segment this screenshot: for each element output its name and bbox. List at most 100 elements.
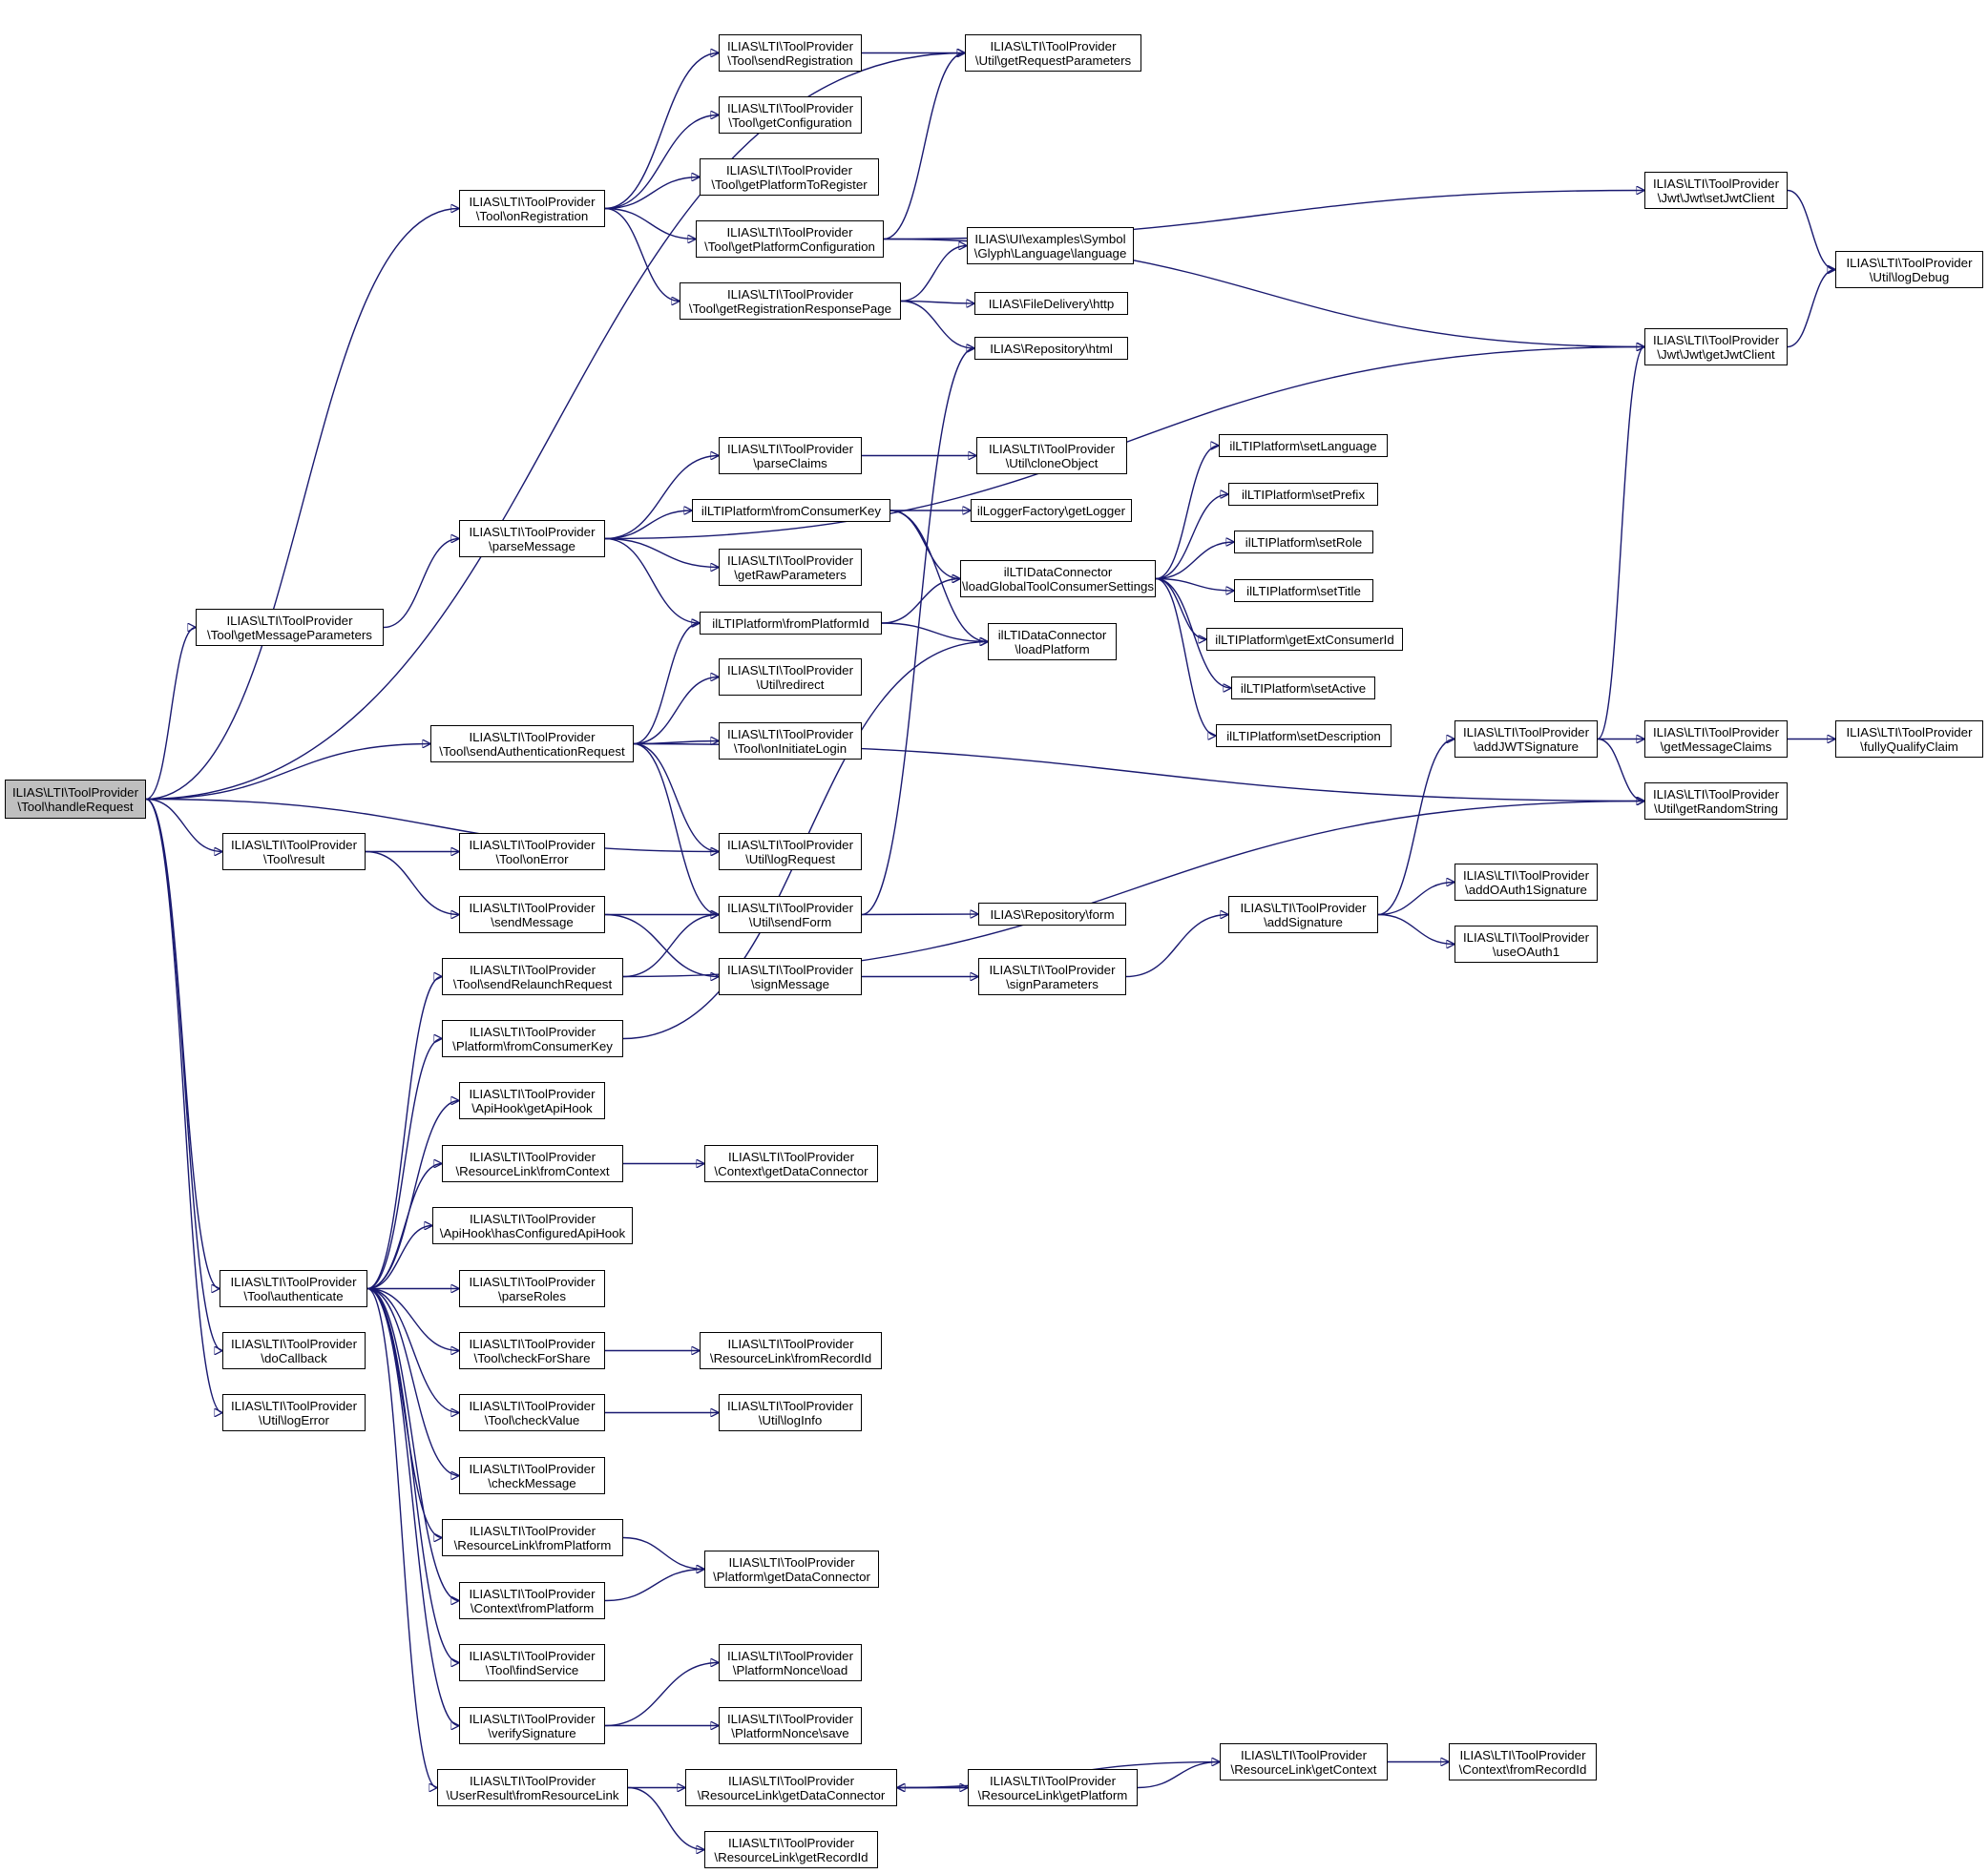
edge-n69-to-n68 [604, 1663, 719, 1727]
node-label-line: \Tool\getPlatformConfiguration [704, 239, 875, 254]
edge-n55-to-n69 [366, 1287, 459, 1726]
node-tool-checkforshare[interactable]: ILIAS\LTI\ToolProvider\Tool\checkForShar… [459, 1332, 605, 1369]
node-label-line: ILIAS\LTI\ToolProvider [1240, 900, 1367, 915]
node-tool-checkvalue[interactable]: ILIAS\LTI\ToolProvider\Tool\checkValue [459, 1394, 605, 1431]
node-label-line: \loadPlatform [1015, 641, 1090, 656]
node-docallback[interactable]: ILIAS\LTI\ToolProvider\doCallback [222, 1332, 366, 1369]
node-addoauth1signature[interactable]: ILIAS\LTI\ToolProvider\addOAuth1Signatur… [1454, 864, 1598, 901]
node-tool-oninitiatelogin[interactable]: ILIAS\LTI\ToolProvider\Tool\onInitiateLo… [719, 722, 862, 760]
node-util-getrequestparameters[interactable]: ILIAS\LTI\ToolProvider\Util\getRequestPa… [965, 34, 1141, 72]
node-parsemessage[interactable]: ILIAS\LTI\ToolProvider\parseMessage [459, 520, 605, 557]
node-userresult-fromresourcelink[interactable]: ILIAS\LTI\ToolProvider\UserResult\fromRe… [437, 1769, 628, 1806]
node-illtiplatform-setlanguage[interactable]: ilLTIPlatform\setLanguage [1219, 434, 1388, 457]
edge-n55-to-n54 [366, 1226, 432, 1290]
node-parseclaims[interactable]: ILIAS\LTI\ToolProvider\parseClaims [719, 437, 862, 474]
node-illtiplatform-getextconsumerid[interactable]: ilLTIPlatform\getExtConsumerId [1206, 628, 1403, 651]
node-context-fromplatform[interactable]: ILIAS\LTI\ToolProvider\Context\fromPlatf… [459, 1582, 605, 1619]
node-getrawparameters[interactable]: ILIAS\LTI\ToolProvider\getRawParameters [719, 549, 862, 586]
node-resourcelink-fromcontext[interactable]: ILIAS\LTI\ToolProvider\ResourceLink\from… [442, 1145, 623, 1182]
node-loadplatform[interactable]: ilLTIDataConnector\loadPlatform [988, 623, 1117, 660]
edge-n0-to-n40 [145, 798, 719, 852]
node-verifysignature[interactable]: ILIAS\LTI\ToolProvider\verifySignature [459, 1707, 605, 1744]
node-label-line: \Context\fromRecordId [1458, 1761, 1587, 1777]
node-util-getrandomstring[interactable]: ILIAS\LTI\ToolProvider\Util\getRandomStr… [1644, 782, 1788, 820]
node-illtiplatform-setrole[interactable]: ilLTIPlatform\setRole [1234, 531, 1373, 553]
edge-n55-to-n50 [366, 1039, 442, 1290]
node-tool-handlerequest[interactable]: ILIAS\LTI\ToolProvider\Tool\handleReques… [5, 780, 146, 819]
edge-n55-to-n73 [366, 1287, 437, 1788]
node-tool-getconfiguration[interactable]: ILIAS\LTI\ToolProvider\Tool\getConfigura… [719, 96, 862, 134]
node-platform-getdataconnector[interactable]: ILIAS\LTI\ToolProvider\Platform\getDataC… [704, 1551, 879, 1588]
node-label-line: ILIAS\LTI\ToolProvider [469, 524, 596, 539]
node-platformnonce-load[interactable]: ILIAS\LTI\ToolProvider\PlatformNonce\loa… [719, 1644, 862, 1681]
node-util-logdebug[interactable]: ILIAS\LTI\ToolProvider\Util\logDebug [1835, 251, 1983, 288]
node-resourcelink-getcontext[interactable]: ILIAS\LTI\ToolProvider\ResourceLink\getC… [1220, 1743, 1388, 1780]
node-tool-sendrelaunchrequest[interactable]: ILIAS\LTI\ToolProvider\Tool\sendRelaunch… [442, 958, 623, 995]
node-tool-getmessageparameters[interactable]: ILIAS\LTI\ToolProvider\Tool\getMessagePa… [196, 609, 384, 646]
node-useoauth1[interactable]: ILIAS\LTI\ToolProvider\useOAuth1 [1454, 926, 1598, 963]
node-tool-onregistration[interactable]: ILIAS\LTI\ToolProvider\Tool\onRegistrati… [459, 190, 605, 227]
node-sendmessage[interactable]: ILIAS\LTI\ToolProvider\sendMessage [459, 896, 605, 933]
node-jwt-jwt-setjwtclient[interactable]: ILIAS\LTI\ToolProvider\Jwt\Jwt\setJwtCli… [1644, 172, 1788, 209]
node-ilias-filedelivery-http[interactable]: ILIAS\FileDelivery\http [974, 292, 1128, 315]
node-parseroles[interactable]: ILIAS\LTI\ToolProvider\parseRoles [459, 1270, 605, 1307]
node-illtiplatform-setactive[interactable]: ilLTIPlatform\setActive [1231, 677, 1375, 699]
node-signparameters[interactable]: ILIAS\LTI\ToolProvider\signParameters [978, 958, 1126, 995]
node-signmessage[interactable]: ILIAS\LTI\ToolProvider\signMessage [719, 958, 862, 995]
node-label-line: ILIAS\LTI\ToolProvider [469, 962, 596, 977]
node-apihook-getapihook[interactable]: ILIAS\LTI\ToolProvider\ApiHook\getApiHoo… [459, 1082, 605, 1119]
node-loadglobaltoolconsumersettings[interactable]: ilLTIDataConnector\loadGlobalToolConsume… [960, 560, 1156, 597]
node-illtiplatform-fromplatformid[interactable]: ilLTIPlatform\fromPlatformId [700, 612, 882, 635]
node-apihook-hasconfiguredapihook[interactable]: ILIAS\LTI\ToolProvider\ApiHook\hasConfig… [432, 1207, 633, 1244]
node-label-line: ilLTIPlatform\setLanguage [1229, 438, 1377, 453]
node-addsignature[interactable]: ILIAS\LTI\ToolProvider\addSignature [1228, 896, 1378, 933]
node-label-line: \checkMessage [488, 1475, 576, 1490]
node-jwt-jwt-getjwtclient[interactable]: ILIAS\LTI\ToolProvider\Jwt\Jwt\getJwtCli… [1644, 328, 1788, 365]
node-illtiplatform-setdescription[interactable]: ilLTIPlatform\setDescription [1216, 724, 1392, 747]
node-ilias-repository-html[interactable]: ILIAS\Repository\html [974, 337, 1128, 360]
node-illtiplatform-setprefix[interactable]: ilLTIPlatform\setPrefix [1228, 483, 1378, 506]
node-resourcelink-getdataconnector[interactable]: ILIAS\LTI\ToolProvider\ResourceLink\getD… [685, 1769, 897, 1806]
node-tool-findservice[interactable]: ILIAS\LTI\ToolProvider\Tool\findService [459, 1644, 605, 1681]
node-resourcelink-fromrecordid[interactable]: ILIAS\LTI\ToolProvider\ResourceLink\from… [700, 1332, 882, 1369]
node-tool-getregistrationresponsepage[interactable]: ILIAS\LTI\ToolProvider\Tool\getRegistrat… [680, 282, 901, 320]
node-tool-authenticate[interactable]: ILIAS\LTI\ToolProvider\Tool\authenticate [220, 1270, 367, 1307]
node-label-line: \Util\redirect [756, 677, 825, 692]
node-resourcelink-getplatform[interactable]: ILIAS\LTI\ToolProvider\ResourceLink\getP… [968, 1769, 1138, 1806]
node-label-line: ILIAS\LTI\ToolProvider [989, 1773, 1117, 1788]
edge-n31-to-n43 [633, 742, 719, 915]
node-util-redirect[interactable]: ILIAS\LTI\ToolProvider\Util\redirect [719, 658, 862, 696]
node-util-sendform[interactable]: ILIAS\LTI\ToolProvider\Util\sendForm [719, 896, 862, 933]
node-ilias-repository-form[interactable]: ILIAS\Repository\form [978, 903, 1126, 926]
node-illoggerfactory-getlogger[interactable]: ilLoggerFactory\getLogger [971, 499, 1132, 522]
edge-n22-to-n33 [1155, 577, 1216, 737]
node-tool-result[interactable]: ILIAS\LTI\ToolProvider\Tool\result [222, 833, 366, 870]
node-illtiplatform-settitle[interactable]: ilLTIPlatform\setTitle [1234, 579, 1373, 602]
node-label-line: ILIAS\LTI\ToolProvider [469, 194, 596, 209]
node-label-line: ILIAS\LTI\ToolProvider [230, 1336, 358, 1351]
node-util-logrequest[interactable]: ILIAS\LTI\ToolProvider\Util\logRequest [719, 833, 862, 870]
node-glyph-language-language[interactable]: ILIAS\UI\examples\Symbol\Glyph\Language\… [967, 227, 1134, 264]
node-util-cloneobject[interactable]: ILIAS\LTI\ToolProvider\Util\cloneObject [976, 437, 1127, 474]
node-tool-getplatformtoregister[interactable]: ILIAS\LTI\ToolProvider\Tool\getPlatformT… [700, 158, 879, 196]
node-tool-sendauthenticationrequest[interactable]: ILIAS\LTI\ToolProvider\Tool\sendAuthenti… [430, 725, 634, 762]
node-checkmessage[interactable]: ILIAS\LTI\ToolProvider\checkMessage [459, 1457, 605, 1494]
node-context-fromrecordid[interactable]: ILIAS\LTI\ToolProvider\Context\fromRecor… [1449, 1743, 1597, 1780]
node-context-getdataconnector[interactable]: ILIAS\LTI\ToolProvider\Context\getDataCo… [704, 1145, 878, 1182]
node-addjwtsignature[interactable]: ILIAS\LTI\ToolProvider\addJWTSignature [1454, 720, 1598, 758]
node-util-logerror[interactable]: ILIAS\LTI\ToolProvider\Util\logError [222, 1394, 366, 1431]
node-tool-sendregistration[interactable]: ILIAS\LTI\ToolProvider\Tool\sendRegistra… [719, 34, 862, 72]
node-illtiplatform-fromconsumerkey[interactable]: ilLTIPlatform\fromConsumerKey [692, 499, 890, 522]
node-tool-getplatformconfiguration[interactable]: ILIAS\LTI\ToolProvider\Tool\getPlatformC… [696, 220, 884, 258]
node-resourcelink-fromplatform[interactable]: ILIAS\LTI\ToolProvider\ResourceLink\from… [442, 1519, 623, 1556]
node-tool-onerror[interactable]: ILIAS\LTI\ToolProvider\Tool\onError [459, 833, 605, 870]
node-fullyqualifyclaim[interactable]: ILIAS\LTI\ToolProvider\fullyQualifyClaim [1835, 720, 1983, 758]
edge-n34-to-n37 [1597, 738, 1644, 802]
node-label-line: \Tool\checkValue [484, 1412, 580, 1427]
node-resourcelink-getrecordid[interactable]: ILIAS\LTI\ToolProvider\ResourceLink\getR… [704, 1831, 878, 1868]
node-util-loginfo[interactable]: ILIAS\LTI\ToolProvider\Util\logInfo [719, 1394, 862, 1431]
node-getmessageclaims[interactable]: ILIAS\LTI\ToolProvider\getMessageClaims [1644, 720, 1788, 758]
node-platformnonce-save[interactable]: ILIAS\LTI\ToolProvider\PlatformNonce\sav… [719, 1707, 862, 1744]
node-platform-fromconsumerkey[interactable]: ILIAS\LTI\ToolProvider\Platform\fromCons… [442, 1020, 623, 1057]
